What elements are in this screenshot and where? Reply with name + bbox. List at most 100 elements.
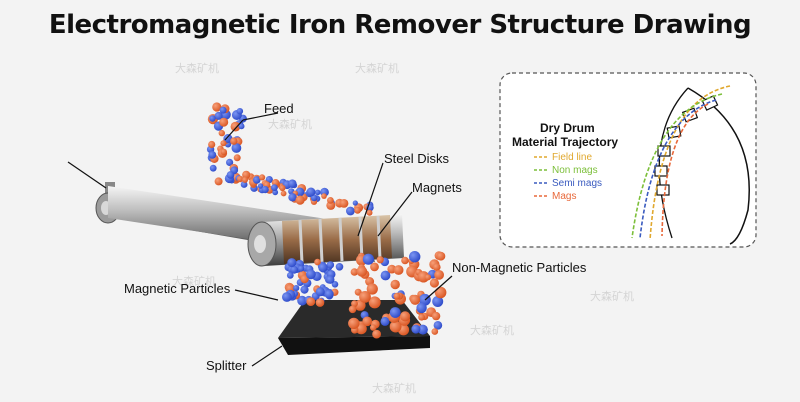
non-magnetic-particle [418, 313, 425, 321]
legend-label: Mags [552, 191, 576, 202]
magnetic-particle [380, 270, 391, 281]
magnetic-particle [226, 158, 234, 166]
magnetic-particle [238, 123, 245, 130]
non-magnetic-particle [295, 195, 305, 205]
non-magnetic-particle [219, 117, 229, 127]
non-magnetic-particle [315, 298, 325, 307]
splitter-label: Splitter [206, 358, 247, 373]
non-magnetic-particle [370, 324, 377, 331]
non-magnetic-particle [362, 316, 373, 327]
page-title: Electromagnetic Iron Remover Structure D… [48, 10, 752, 40]
watermark: 大森矿机 [175, 61, 219, 75]
non-magnetic-particle [321, 193, 327, 199]
steel-disks-label: Steel Disks [384, 151, 450, 166]
non-magnetic-particle [350, 268, 359, 276]
magnetic-particle [346, 206, 355, 216]
magnets-label: Magnets [412, 180, 462, 195]
magnetic-particle [326, 275, 335, 284]
magnetic-particle [380, 316, 390, 326]
leader-lines [67, 112, 453, 367]
non-magnetic-particle [348, 317, 360, 330]
non-magnetic-particle [393, 265, 404, 275]
magnetic-particle [389, 307, 401, 318]
magnetic-particle [271, 184, 278, 192]
magnetic-particle [257, 183, 264, 189]
non-magnetic-particle [208, 140, 216, 149]
non-magnetic-particle [279, 184, 286, 192]
magnetic-particle [300, 285, 309, 294]
magnetic-particle [231, 143, 242, 153]
non-magnetic-particle [280, 190, 287, 197]
non-magnetic-particle [424, 274, 432, 281]
magnetic-particle [208, 151, 217, 159]
magnetic-particle [287, 258, 297, 268]
magnetic-particle [409, 251, 421, 263]
non-magnetic-particle [390, 279, 400, 290]
magnetic-particle [288, 179, 297, 188]
mags-curve [661, 103, 709, 237]
magnetic-particle [318, 262, 328, 273]
non-magnetic-particle [400, 311, 411, 322]
non-magnetic-particle [220, 140, 227, 147]
watermark: 大森矿机 [172, 274, 216, 288]
non-magnetic-particle [314, 258, 321, 266]
non-magnetic-particle [242, 176, 248, 183]
legend-label: Semi mags [552, 178, 602, 189]
non-magnetic-particle [236, 175, 244, 183]
non-magnetic-particle [410, 294, 421, 305]
magnetic-particle [282, 292, 292, 302]
legend-label: Field line [552, 152, 592, 163]
non-magnetic-particle [368, 296, 381, 309]
inset-title-line1: Dry Drum [540, 121, 595, 135]
magnetic-particle [252, 176, 261, 184]
non-mags-curve [631, 93, 723, 239]
non-magnetic-particle [259, 174, 266, 181]
non-magnetic-particle [348, 305, 357, 314]
magnetic-particle [286, 272, 294, 279]
non-magnetic-particle [434, 270, 444, 280]
non-magnetic-particle [242, 170, 251, 179]
non-magnetic-particle [376, 256, 384, 264]
magnetic-particle [335, 263, 344, 271]
inset-title-line2: Material Trajectory [512, 135, 618, 149]
non-magnetic-particles-label: Non-Magnetic Particles [452, 260, 587, 275]
magnetic-particle [214, 111, 223, 120]
magnetic-particle [293, 285, 300, 292]
magnetic-particle [209, 164, 217, 172]
magnetic-particle [314, 189, 321, 196]
non-magnetic-particle [431, 311, 441, 321]
magnetic-particle [433, 321, 443, 330]
non-magnetic-particle [327, 197, 334, 204]
magnetic-particle [331, 281, 339, 288]
magnetic-particle [290, 265, 299, 274]
magnetic-particle [209, 115, 216, 122]
magnetic-particle [297, 295, 307, 306]
drum-arc [687, 87, 750, 245]
non-magnetic-particle [429, 278, 439, 288]
non-magnetic-particle [354, 206, 361, 214]
non-magnetic-particle [370, 262, 379, 272]
magnetic-particles-label: Magnetic Particles [124, 281, 231, 296]
non-magnetic-particle [366, 209, 373, 216]
magnetic-particle [411, 324, 421, 334]
magnetic-particle [417, 324, 428, 335]
watermarks: 大森矿机 大森矿机 大森矿机 大森矿机 大森矿机 大森矿机 大森矿机 [172, 61, 634, 395]
magnetic-particle [288, 193, 297, 202]
non-magnetic-particle [214, 177, 223, 186]
particle-stream [206, 102, 447, 339]
magnetic-particle [324, 289, 334, 299]
non-magnetic-particle [366, 283, 378, 295]
semi-mags-curve [639, 99, 717, 239]
magnetic-particle [298, 265, 305, 272]
watermark: 大森矿机 [268, 117, 312, 131]
non-magnetic-particle [339, 199, 349, 208]
watermark: 大森矿机 [372, 381, 416, 395]
non-magnetic-particle [372, 329, 381, 339]
magnetic-particle [306, 187, 316, 197]
non-magnetic-particle [436, 251, 446, 261]
conveyor-belt [95, 182, 404, 267]
non-magnetic-particle [432, 263, 441, 271]
non-magnetic-particle [359, 291, 371, 303]
magnetic-particle [240, 181, 248, 188]
